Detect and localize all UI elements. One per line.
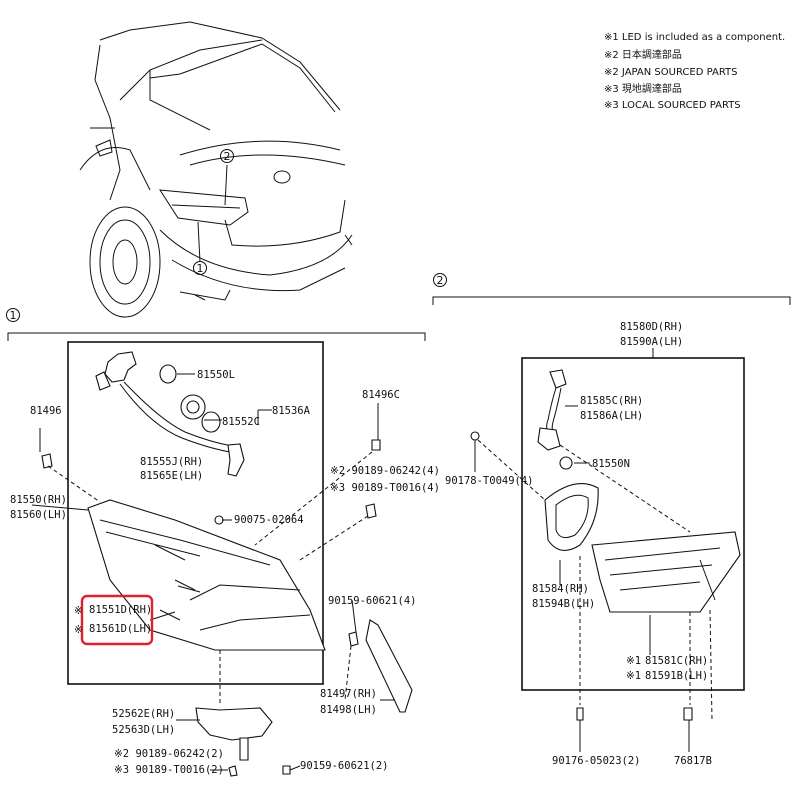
- label-81561D: 81561D(LH): [89, 623, 152, 635]
- label-81551D: 81551D(RH): [89, 604, 152, 616]
- callout-1-marker: [193, 261, 207, 275]
- note-japan-en: ※2 JAPAN SOURCED PARTS: [604, 67, 738, 78]
- label-81586A: 81586A(LH): [580, 410, 643, 422]
- label-81552C: 81552C: [222, 416, 260, 428]
- section-1-labels: 81550L 81536A 81552C 81555J(RH) 81565E(L…: [10, 369, 440, 776]
- callout-2-marker: [220, 149, 234, 163]
- label-81560LH: 81560(LH): [10, 509, 67, 521]
- label-90189-06242-2: ※2 90189-06242(2): [114, 748, 224, 760]
- callout-2-text: 2: [224, 150, 231, 163]
- section-2-number: 2: [437, 274, 444, 287]
- label-81496C: 81496C: [362, 389, 400, 401]
- section-1-number: 1: [10, 309, 17, 322]
- section-2-header: 2: [432, 273, 791, 305]
- vehicle-rear-illustration: 2 1: [79, 21, 353, 318]
- section-2-parts: [470, 369, 741, 721]
- label-81581C: 81581C(RH): [645, 655, 708, 667]
- label-90159-60621-4: 90159-60621(4): [328, 595, 417, 607]
- section-2-leaders: [474, 348, 713, 752]
- label-90178-T0049: 90178-T0049(4): [445, 475, 534, 487]
- highlight-box: [80, 594, 154, 646]
- label-81536A: 81536A: [272, 405, 311, 417]
- section-2-labels: 81580D(RH) 81590A(LH) 81585C(RH) 81586A(…: [445, 321, 712, 767]
- label-81584: 81584(RH): [532, 583, 589, 595]
- section-1-frame: [67, 341, 324, 685]
- label-90159-60621-2: 90159-60621(2): [300, 760, 389, 772]
- section-1-parts: [41, 351, 413, 777]
- label-90075-02064: 90075-02064: [234, 514, 304, 526]
- label-81550L: 81550L: [197, 369, 235, 381]
- mark-81591B: ※1: [626, 670, 641, 682]
- mark-81561D: ※: [74, 624, 83, 636]
- label-90189-06242-4: ※2 90189-06242(4): [330, 465, 440, 477]
- label-81585C: 81585C(RH): [580, 395, 643, 407]
- label-81555J: 81555J(RH): [140, 456, 203, 468]
- label-52562E: 52562E(RH): [112, 708, 175, 720]
- notes-block: ※1 LED is included as a component. ※2 日本…: [604, 32, 785, 111]
- label-81497: 81497(RH): [320, 688, 377, 700]
- label-81565E: 81565E(LH): [140, 470, 203, 482]
- label-81594B: 81594B(LH): [532, 598, 595, 610]
- note-led: ※1 LED is included as a component.: [604, 32, 785, 43]
- label-81580D: 81580D(RH): [620, 321, 683, 333]
- label-81498: 81498(LH): [320, 704, 377, 716]
- label-52563D: 52563D(LH): [112, 724, 175, 736]
- label-76817B: 76817B: [674, 755, 712, 767]
- label-81496: 81496: [30, 405, 62, 417]
- callout-1-text: 1: [197, 262, 204, 275]
- label-81550N: 81550N: [592, 458, 630, 470]
- note-local-en: ※3 LOCAL SOURCED PARTS: [604, 100, 741, 111]
- label-81590A: 81590A(LH): [620, 336, 683, 348]
- label-90189-T0016-2: ※3 90189-T0016(2): [114, 764, 224, 776]
- note-local-jp: ※3 現地調達部品: [604, 82, 682, 95]
- label-81591B: 81591B(LH): [645, 670, 708, 682]
- section-2-frame: [521, 357, 745, 691]
- section-1-header: 1: [6, 308, 426, 341]
- note-japan-jp: ※2 日本調達部品: [604, 48, 682, 61]
- section-1-leaders: [31, 373, 395, 771]
- mark-81581C: ※1: [626, 655, 641, 667]
- label-81550RH: 81550(RH): [10, 494, 67, 506]
- mark-81551D: ※: [74, 605, 83, 617]
- label-90176-05023: 90176-05023(2): [552, 755, 641, 767]
- label-90189-T0016-4: ※3 90189-T0016(4): [330, 482, 440, 494]
